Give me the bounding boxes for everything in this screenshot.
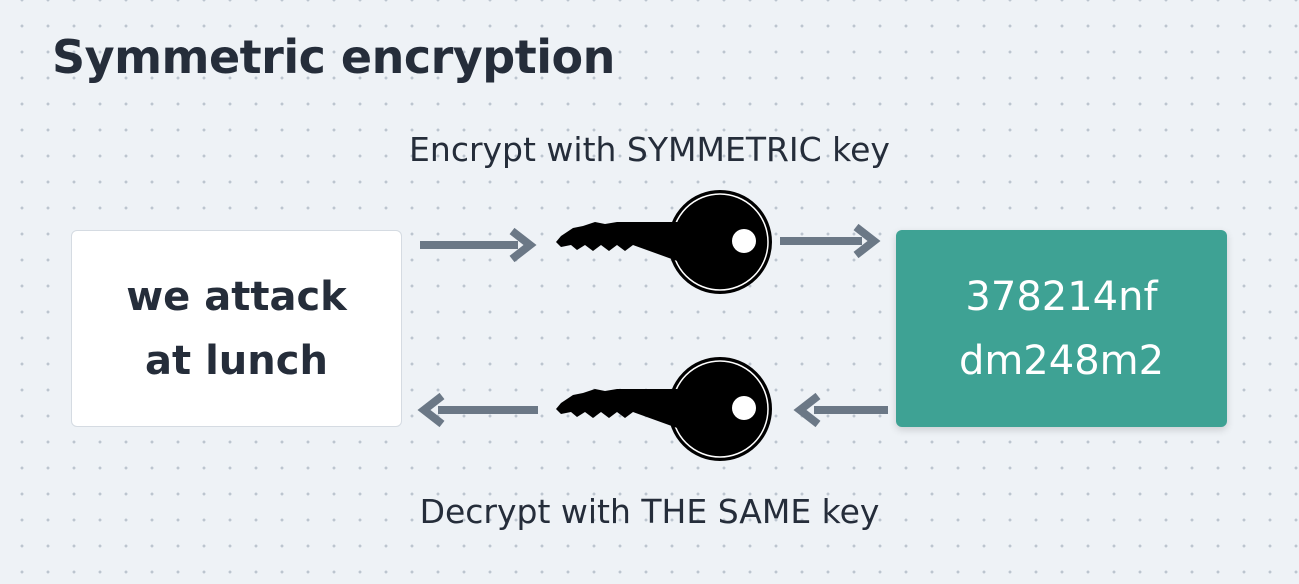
key-icon	[556, 357, 772, 461]
diagram-title: Symmetric encryption	[52, 30, 615, 84]
decrypt-caption: Decrypt with THE SAME key	[419, 492, 880, 531]
plaintext-message: we attack at lunch	[126, 273, 347, 384]
ciphertext-message: 378214nf dm248m2	[958, 273, 1165, 384]
arrow-right-icon	[420, 227, 537, 263]
arrow-right-icon	[780, 223, 881, 259]
plaintext-box: we attack at lunch	[71, 230, 402, 427]
arrow-left-icon	[417, 392, 538, 428]
ciphertext-box: 378214nf dm248m2	[896, 230, 1227, 427]
key-icon	[556, 190, 772, 294]
arrow-left-icon	[793, 392, 888, 428]
encrypt-caption: Encrypt with SYMMETRIC key	[409, 130, 890, 169]
